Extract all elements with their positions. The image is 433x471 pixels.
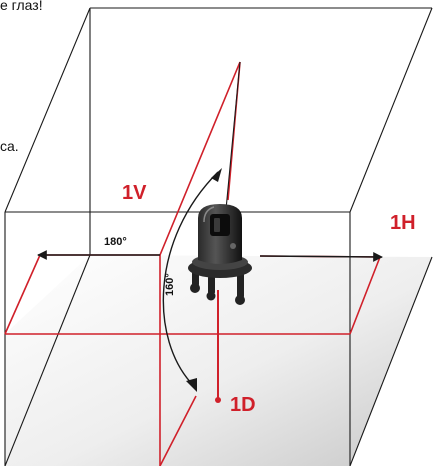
horizontal-angle-arrow-right	[259, 252, 383, 262]
cropped-text-middle: са.	[0, 138, 19, 154]
vertical-plane-label: 1V	[122, 182, 147, 204]
vertical-angle-arc-end-down	[186, 378, 197, 392]
laser-level-device	[188, 204, 252, 305]
horizontal-plane-label: 1H	[390, 212, 416, 234]
vertical-angle-arc	[162, 171, 219, 386]
vertical-angle-arc-end-up	[211, 168, 222, 182]
horizontal-angle-label: 180°	[104, 236, 127, 248]
down-point-label: 1D	[230, 394, 256, 416]
vertical-angle-label: 160°	[164, 273, 176, 296]
plumb-down-dot	[215, 397, 221, 403]
cropped-text-top: е глаз!	[0, 0, 43, 13]
vertical-projection-line	[224, 61, 241, 221]
